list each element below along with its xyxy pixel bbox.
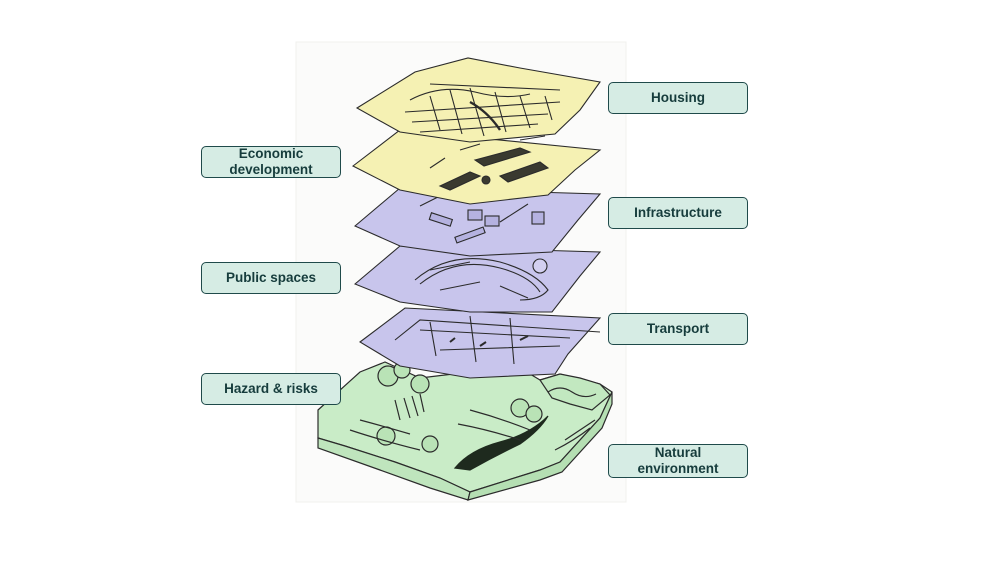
- housing-label: Housing: [608, 82, 748, 114]
- terrain-trees: [376, 361, 543, 453]
- natural-environment-label: Natural environment: [608, 444, 748, 478]
- terrain-block: [317, 361, 613, 501]
- infrastructure-layer: [353, 187, 602, 257]
- housing-sheet: [355, 57, 601, 143]
- infrastructure-label: Infrastructure: [608, 197, 748, 229]
- transport-sheet: [359, 307, 602, 379]
- terrain-river: [453, 415, 549, 471]
- terrain-mountain: [539, 373, 611, 411]
- terrain-face-right: [467, 391, 613, 501]
- housing-layer: [355, 57, 601, 143]
- hazard-risks-label: Hazard & risks: [201, 373, 341, 405]
- public-spaces-layer: [353, 245, 602, 313]
- transport-label: Transport: [608, 313, 748, 345]
- public-spaces-label: Public spaces: [201, 262, 341, 294]
- economic-development-label: Economic development: [201, 146, 341, 178]
- transport-layer: [359, 307, 602, 379]
